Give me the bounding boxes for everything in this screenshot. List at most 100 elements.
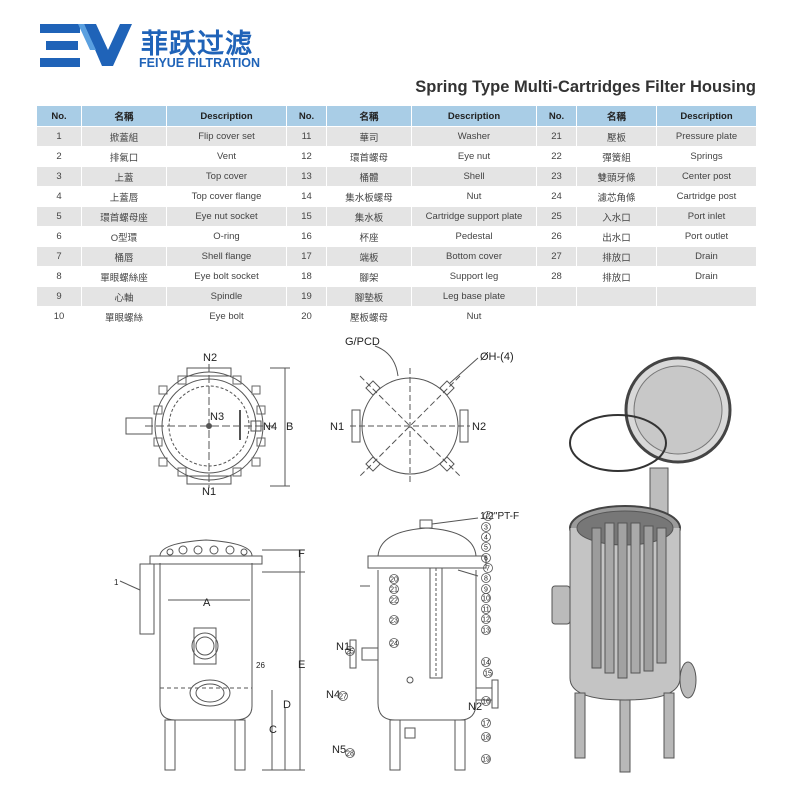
cell-no: 19 bbox=[286, 286, 327, 307]
col-header-name-cn: 名稱 bbox=[576, 105, 657, 127]
callout-number: 20 bbox=[390, 576, 398, 583]
callout-number: 23 bbox=[390, 617, 398, 624]
cell-name-cn: 掀蓋組 bbox=[81, 126, 167, 147]
cell-description: Drain bbox=[656, 246, 757, 267]
cell-description: Spindle bbox=[166, 286, 287, 307]
cell-no: 7 bbox=[36, 246, 82, 267]
brand-logo: 菲跃过滤 FEIYUE FILTRATION bbox=[38, 20, 268, 75]
flange-n2-label: N2 bbox=[472, 421, 486, 433]
cell-name-cn: 排放口 bbox=[576, 246, 657, 267]
callout-number: 10 bbox=[482, 595, 490, 602]
brand-name-chinese: 菲跃过滤 bbox=[141, 29, 253, 60]
feiyue-logo-mark-icon bbox=[40, 24, 132, 67]
cell-name-cn: 壓板螺母 bbox=[326, 306, 412, 327]
section-callouts: 2345678910111213141516171819202122232425… bbox=[338, 511, 493, 764]
cell-description: Washer bbox=[411, 126, 537, 147]
cell-description: Drain bbox=[656, 266, 757, 287]
cell-name-cn: 杯座 bbox=[326, 226, 412, 247]
callout-circle bbox=[481, 614, 491, 624]
callout-circle bbox=[481, 532, 491, 542]
cell-description: Shell bbox=[411, 166, 537, 187]
cell-description: Flip cover set bbox=[166, 126, 287, 147]
col-header-description: Description bbox=[166, 105, 287, 127]
callout-circle bbox=[483, 563, 493, 573]
flange-gpcd-label: G/PCD bbox=[345, 336, 380, 348]
front-callout-26: 26 bbox=[256, 661, 265, 670]
front-c-label: C bbox=[269, 724, 277, 736]
cell-no: 3 bbox=[36, 166, 82, 187]
section-n5-label: N5 bbox=[332, 744, 346, 756]
cell-name-cn: 端板 bbox=[326, 246, 412, 267]
callout-number: 6 bbox=[484, 555, 488, 562]
col-header-no: No. bbox=[36, 105, 82, 127]
cell-no: 21 bbox=[536, 126, 577, 147]
cell-no: 5 bbox=[36, 206, 82, 227]
flange-n1-label: N1 bbox=[330, 421, 344, 433]
document-title: Spring Type Multi-Cartridges Filter Hous… bbox=[415, 78, 756, 96]
section-n2-label: N2 bbox=[468, 701, 482, 713]
cell-no: 16 bbox=[286, 226, 327, 247]
callout-circle bbox=[389, 584, 399, 594]
cell-no: 23 bbox=[536, 166, 577, 187]
callout-number: 2 bbox=[486, 513, 490, 520]
cell-name-cn: 濾芯角條 bbox=[576, 186, 657, 207]
section-view-drawing bbox=[349, 517, 499, 771]
callout-number: 18 bbox=[482, 734, 490, 741]
table-header-row: No. 名稱 Description No. 名稱 Description No… bbox=[36, 105, 757, 127]
cell-name-cn: O型環 bbox=[81, 226, 167, 247]
cell-no: 4 bbox=[36, 186, 82, 207]
cell-name-cn bbox=[576, 286, 657, 307]
cell-no: 25 bbox=[536, 206, 577, 227]
cell-description: Top cover flange bbox=[166, 186, 287, 207]
cell-description: Port inlet bbox=[656, 206, 757, 227]
cell-description: Center post bbox=[656, 166, 757, 187]
cell-name-cn: 腳架 bbox=[326, 266, 412, 287]
callout-circle bbox=[389, 595, 399, 605]
cell-name-cn: 心軸 bbox=[81, 286, 167, 307]
callout-circle bbox=[481, 625, 491, 635]
callout-number: 21 bbox=[390, 586, 398, 593]
top-n2-label: N2 bbox=[203, 352, 217, 364]
cell-no: 28 bbox=[536, 266, 577, 287]
cell-no: 6 bbox=[36, 226, 82, 247]
cell-no: 15 bbox=[286, 206, 327, 227]
cell-description: Springs bbox=[656, 146, 757, 167]
callout-circle bbox=[389, 615, 399, 625]
cell-name-cn: 腳墊板 bbox=[326, 286, 412, 307]
cell-name-cn: 排放口 bbox=[576, 266, 657, 287]
cell-description: Leg base plate bbox=[411, 286, 537, 307]
technical-drawing: N2 N3 N4 B N1 G/PCD ØH-(4) N1 N2 F A E D… bbox=[114, 336, 732, 773]
callout-number: 24 bbox=[390, 640, 398, 647]
cell-description: Eye bolt bbox=[166, 306, 287, 327]
cell-name-cn bbox=[576, 306, 657, 327]
callout-number: 4 bbox=[484, 534, 488, 541]
cell-no bbox=[536, 286, 577, 307]
section-n1-label: N1 bbox=[336, 641, 350, 653]
cell-description bbox=[656, 286, 757, 307]
cell-name-cn: 桶唇 bbox=[81, 246, 167, 267]
cell-description: Pedestal bbox=[411, 226, 537, 247]
callout-circle bbox=[481, 553, 491, 563]
cell-description: O-ring bbox=[166, 226, 287, 247]
callout-number: 15 bbox=[484, 670, 492, 677]
parts-table: No. 名稱 Description No. 名稱 Description No… bbox=[36, 105, 757, 327]
cell-name-cn: 排氣口 bbox=[81, 146, 167, 167]
callout-circle bbox=[481, 542, 491, 552]
cell-no: 2 bbox=[36, 146, 82, 167]
cell-no bbox=[536, 306, 577, 327]
callout-number: 5 bbox=[484, 544, 488, 551]
callout-number: 28 bbox=[346, 750, 354, 757]
cell-description: Top cover bbox=[166, 166, 287, 187]
col-header-description: Description bbox=[411, 105, 537, 127]
cell-name-cn: 出水口 bbox=[576, 226, 657, 247]
cell-description: Eye bolt socket bbox=[166, 266, 287, 287]
cell-name-cn: 集水板 bbox=[326, 206, 412, 227]
